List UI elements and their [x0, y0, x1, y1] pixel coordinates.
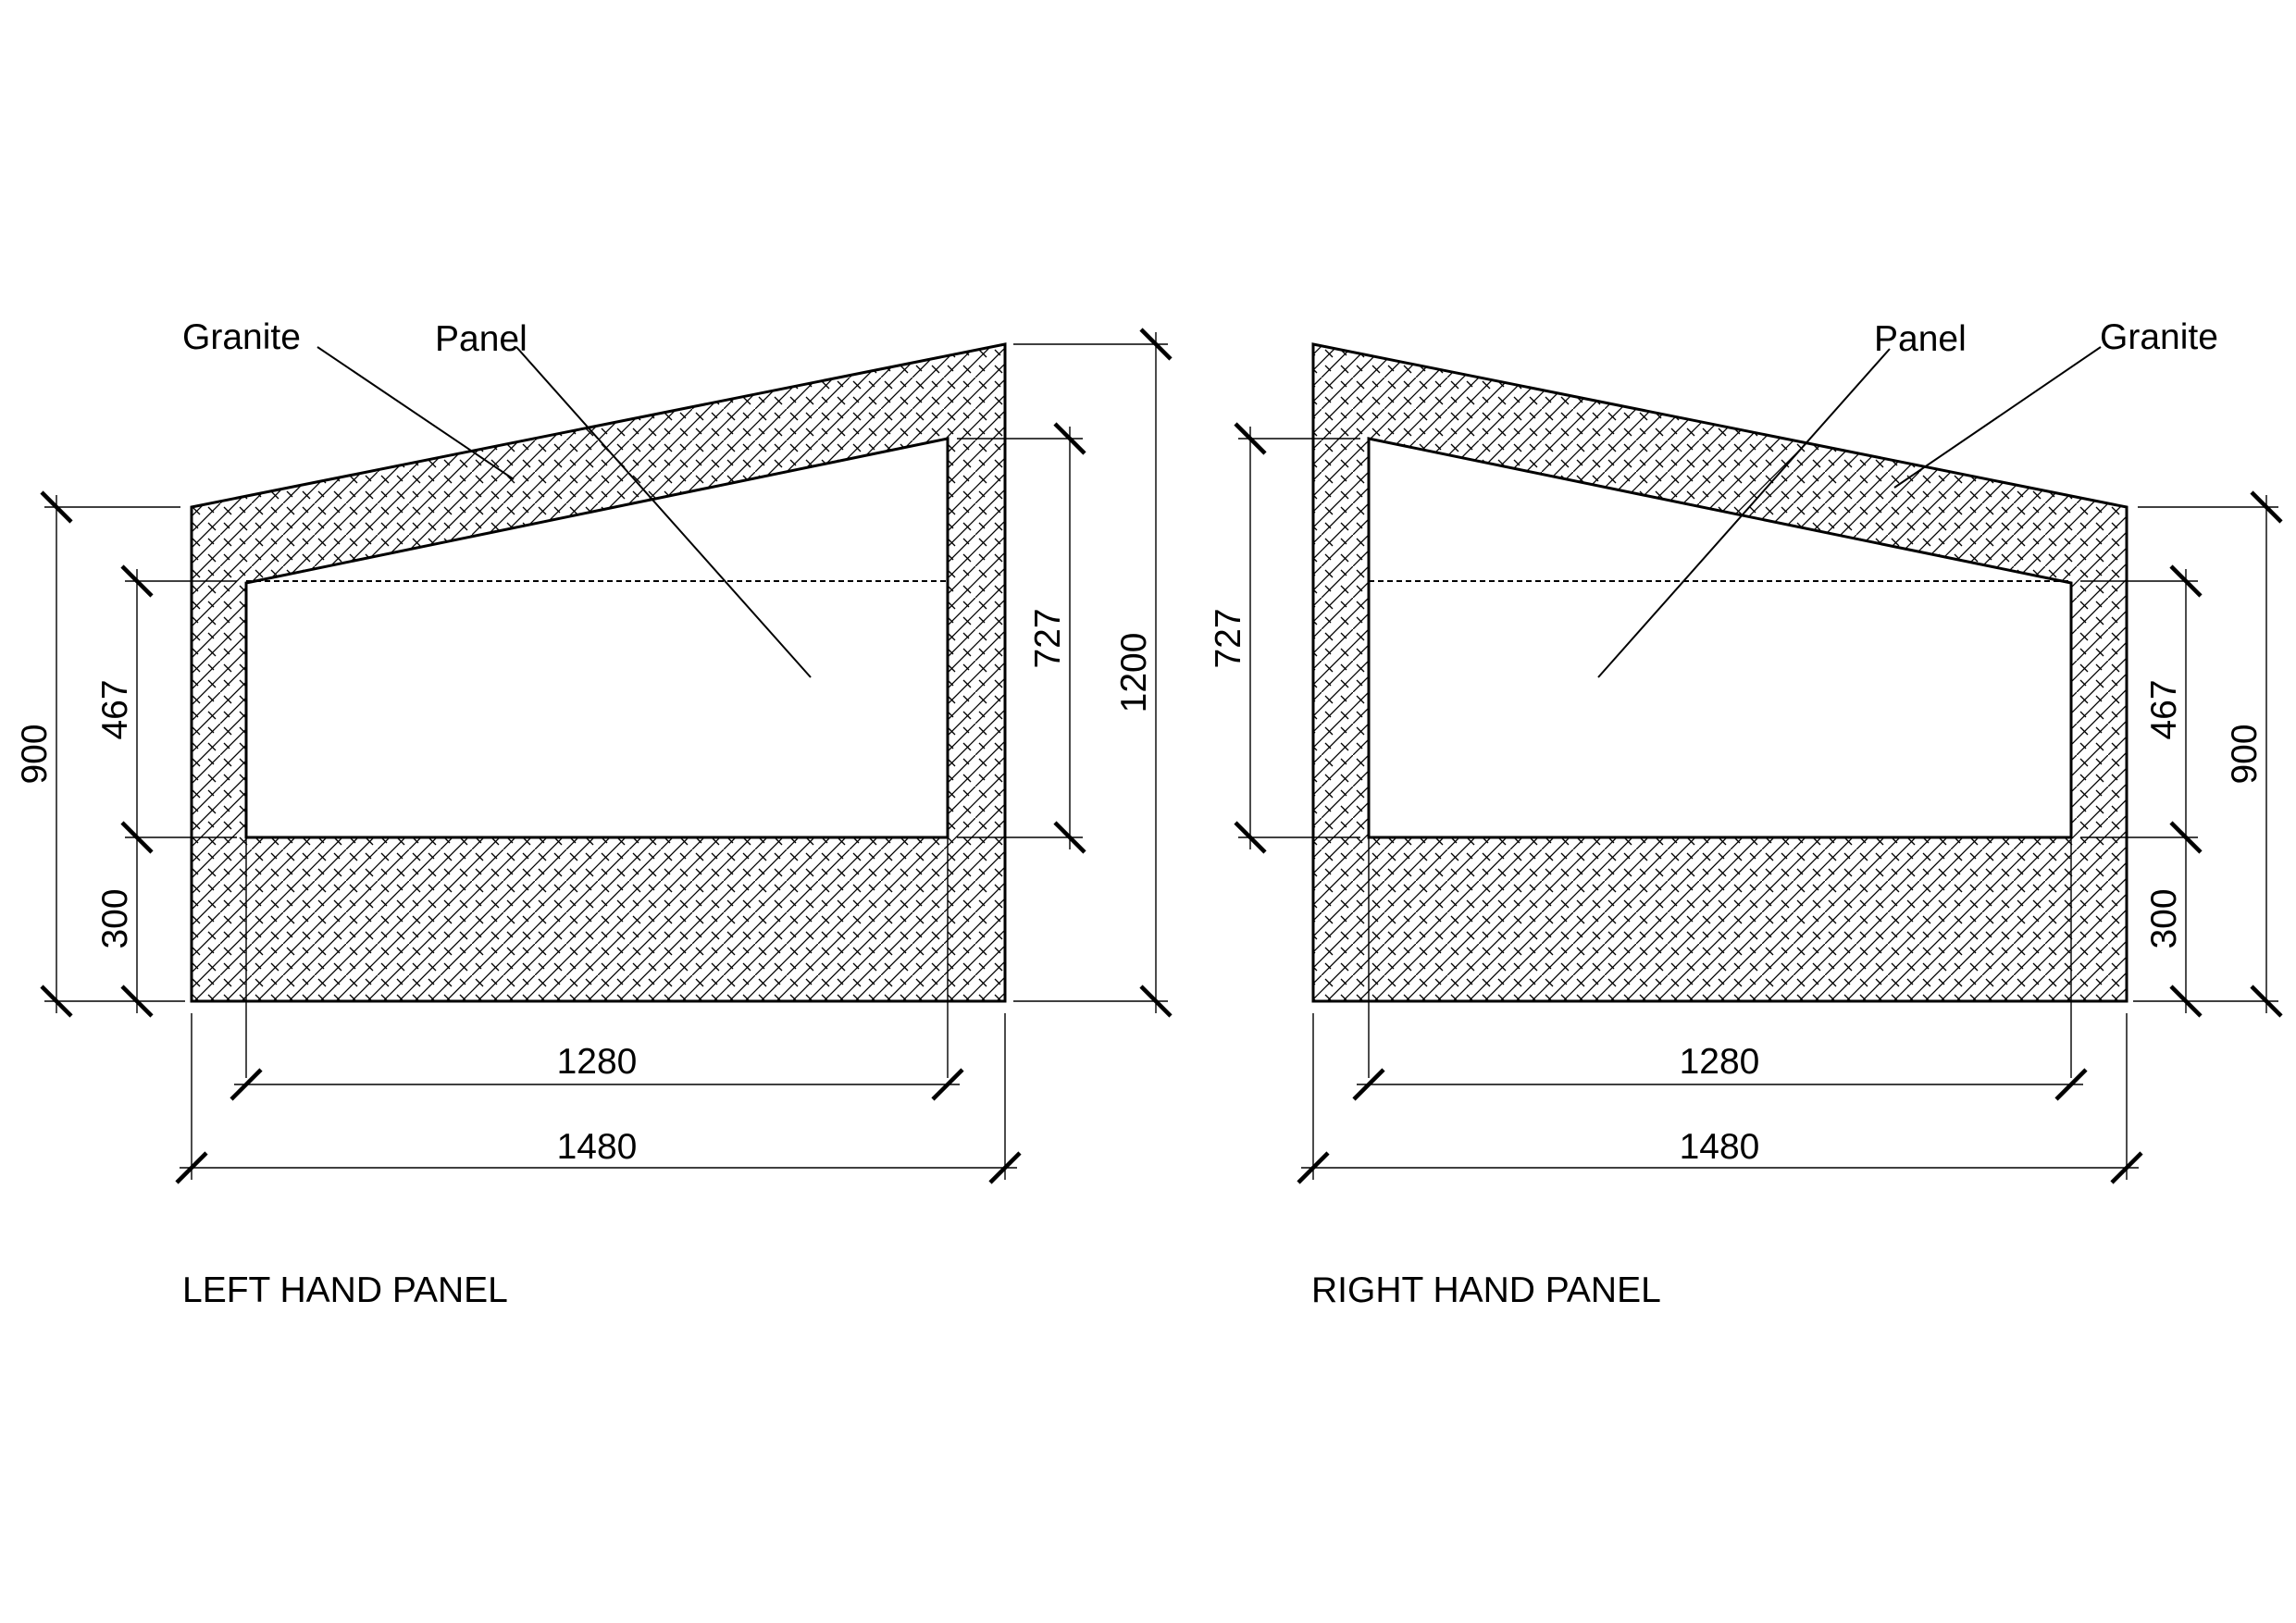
- right-granite-cladding: [1313, 344, 2127, 1001]
- right-dim-tick: [2054, 1068, 2088, 1101]
- right-panel-leader: [1597, 348, 1891, 678]
- right-dim-1480: 1480: [1680, 1127, 1760, 1167]
- left-dim-tick: [988, 1151, 1022, 1184]
- right-granite-label: Granite: [2100, 317, 2218, 357]
- right-hand-panel: Panel Granite 727 467 300 900 1280: [1209, 317, 2283, 1310]
- left-dim-900: 900: [15, 724, 55, 784]
- right-dim-tick: [1352, 1068, 1385, 1101]
- left-dim-1200: 1200: [1114, 633, 1154, 713]
- right-dim-467: 467: [2144, 679, 2184, 739]
- left-dim-300: 300: [95, 888, 135, 948]
- left-dim-tick: [1053, 422, 1086, 455]
- right-dim-1280: 1280: [1680, 1042, 1760, 1082]
- right-panel-label: Panel: [1874, 319, 1967, 359]
- right-dim-tick: [2169, 821, 2203, 854]
- left-dim-tick: [120, 821, 154, 854]
- left-dim-tick: [1139, 985, 1173, 1018]
- right-dim-tick: [2250, 985, 2283, 1018]
- left-dim-tick: [931, 1068, 964, 1101]
- right-dim-900: 900: [2225, 724, 2265, 784]
- left-outer-outline: [190, 342, 1007, 1003]
- right-panel-title: RIGHT HAND PANEL: [1311, 1270, 1661, 1310]
- right-granite-leader: [1893, 346, 2102, 489]
- left-dim-tick: [1053, 821, 1086, 854]
- right-dim-tick: [2250, 490, 2283, 524]
- left-granite-label: Granite: [182, 317, 301, 357]
- left-dim-tick: [40, 490, 73, 524]
- right-dim-tick: [2169, 985, 2203, 1018]
- left-dim-tick: [120, 564, 154, 598]
- left-dim-tick: [230, 1068, 263, 1101]
- right-dim-300: 300: [2144, 888, 2184, 948]
- left-dim-467: 467: [95, 679, 135, 739]
- left-dim-1480: 1480: [557, 1127, 638, 1167]
- right-dim-tick: [2110, 1151, 2143, 1184]
- left-dim-tick: [40, 985, 73, 1018]
- left-dim-tick: [175, 1151, 208, 1184]
- left-granite-cladding: [192, 344, 1005, 1001]
- left-hand-panel: Granite Panel 900 467 300 727 1200: [15, 317, 1173, 1310]
- right-outer-outline: [1311, 342, 2128, 1003]
- right-dim-tick: [1234, 422, 1267, 455]
- left-panel-title: LEFT HAND PANEL: [182, 1270, 508, 1310]
- left-granite-leader: [316, 346, 515, 480]
- left-panel-label: Panel: [435, 319, 527, 359]
- left-dim-tick: [120, 985, 154, 1018]
- right-dim-tick: [1297, 1151, 1330, 1184]
- left-dim-1280: 1280: [557, 1042, 638, 1082]
- left-panel-leader: [515, 346, 812, 678]
- right-dim-tick: [1234, 821, 1267, 854]
- left-dim-727: 727: [1028, 608, 1068, 668]
- left-dim-tick: [1139, 328, 1173, 361]
- right-dim-tick: [2169, 564, 2203, 598]
- right-dim-727: 727: [1209, 608, 1248, 668]
